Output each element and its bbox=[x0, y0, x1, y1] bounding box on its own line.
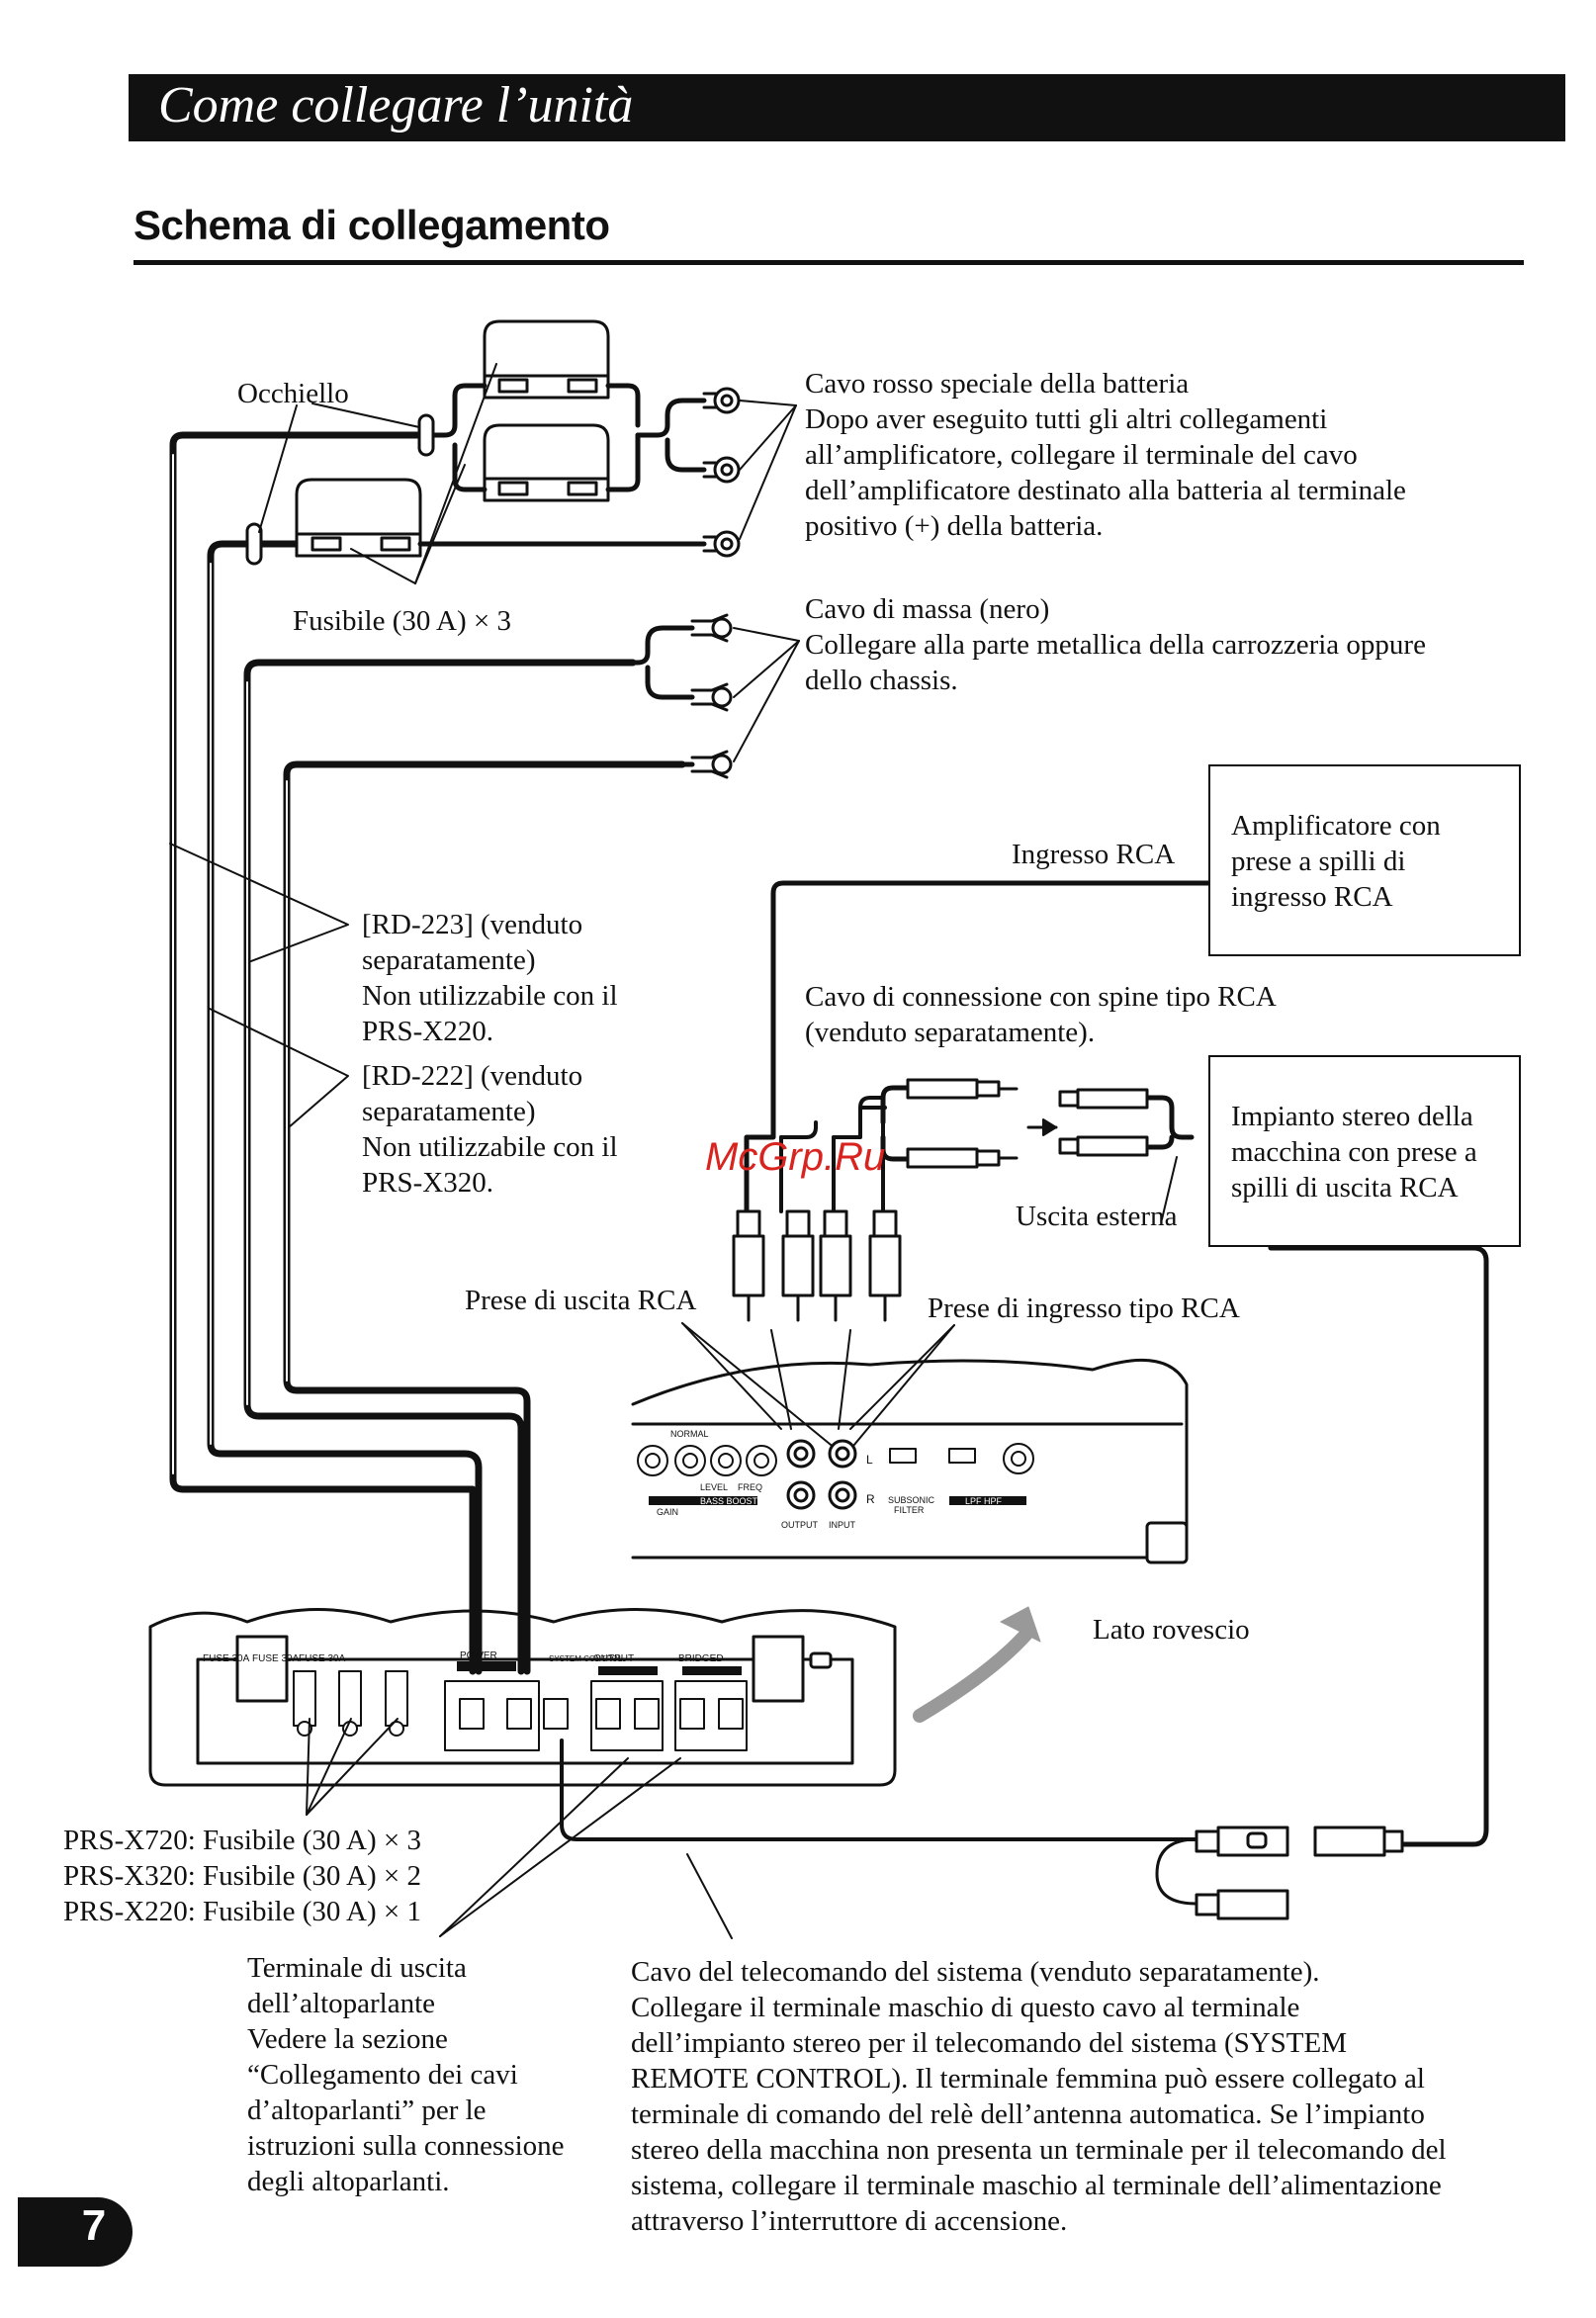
rd223-line-3: Non utilizzabile con il bbox=[362, 980, 618, 1012]
label-rca-input-jacks: Prese di ingresso tipo RCA bbox=[928, 1293, 1240, 1324]
panel-label-subsonic: SUBSONIC bbox=[888, 1495, 935, 1505]
remote-line-6: stereo della macchina non presenta un te… bbox=[631, 2134, 1447, 2166]
rd223-line-4: PRS-X220. bbox=[362, 1016, 493, 1047]
battery-cable-1 bbox=[169, 431, 477, 1675]
label-grommet: Occhiello bbox=[237, 378, 349, 409]
ground-cable-title: Cavo di massa (nero) bbox=[805, 593, 1050, 625]
remote-line-4: REMOTE CONTROL). Il terminale femmina pu… bbox=[631, 2063, 1425, 2095]
back-panel-knobs bbox=[637, 1443, 1034, 1476]
label-external-output: Uscita esterna bbox=[1016, 1201, 1178, 1232]
rca-jacks bbox=[786, 1439, 857, 1510]
panel-label-lpf-hpf: LPF HPF bbox=[965, 1496, 1003, 1506]
car-stereo-box bbox=[1208, 1055, 1521, 1247]
rd222-line-4: PRS-X320. bbox=[362, 1167, 493, 1199]
speaker-line-7: degli altoparlanti. bbox=[247, 2166, 450, 2197]
battery-cable-title: Cavo rosso speciale della batteria bbox=[805, 368, 1190, 400]
rd222-line-3: Non utilizzabile con il bbox=[362, 1131, 618, 1163]
stereo-box-line-3: spilli di uscita RCA bbox=[1231, 1172, 1459, 1204]
amp-box-line-3: ingresso RCA bbox=[1231, 881, 1393, 913]
battery-cable-2 bbox=[207, 540, 483, 1675]
label-rca-output-jacks: Prese di uscita RCA bbox=[465, 1285, 697, 1316]
fuse-x220: PRS-X220: Fusibile (30 A) × 1 bbox=[63, 1896, 421, 1927]
speaker-line-1: Terminale di uscita bbox=[247, 1952, 467, 1984]
remote-line-2: Collegare il terminale maschio di questo… bbox=[631, 1992, 1300, 2023]
rca-plug-cable bbox=[906, 1078, 1149, 1169]
battery-cable-desc-4: positivo (+) della batteria. bbox=[805, 510, 1104, 542]
fuse-x720: PRS-X720: Fusibile (30 A) × 3 bbox=[63, 1825, 421, 1856]
amp-label-fuse-a: FUSE 30A bbox=[203, 1653, 250, 1664]
panel-label-input: INPUT bbox=[829, 1520, 856, 1530]
ground-cable-desc-2: dello chassis. bbox=[805, 665, 958, 696]
label-fuse-top: Fusibile (30 A) × 3 bbox=[293, 605, 511, 637]
speaker-line-6: istruzioni sulla connessione bbox=[247, 2130, 565, 2162]
amp-label-system-control: SYSTEM CONTROL bbox=[549, 1654, 623, 1663]
amp-box-line-2: prese a spilli di bbox=[1231, 846, 1406, 877]
grommet-2 bbox=[245, 522, 263, 566]
page-header-title: Come collegare l’unità bbox=[158, 77, 634, 134]
ground-cable-2 bbox=[283, 760, 686, 1675]
rd222-line-1: [RD-222] (venduto bbox=[362, 1060, 583, 1092]
page-number: 7 bbox=[81, 2201, 107, 2250]
panel-label-normal: NORMAL bbox=[670, 1429, 709, 1439]
amplifier-rca-input-box bbox=[1208, 764, 1521, 956]
remote-connectors bbox=[1195, 1826, 1404, 1920]
ground-cable-desc-1: Collegare alla parte metallica della car… bbox=[805, 629, 1426, 661]
speaker-line-4: “Collegamento dei cavi bbox=[247, 2059, 518, 2091]
panel-label-bass-boost: BASS BOOST bbox=[700, 1496, 758, 1506]
panel-label-output: OUTPUT bbox=[781, 1520, 819, 1530]
amplifier-top-view bbox=[148, 1608, 897, 1787]
fuse-holder-3 bbox=[295, 478, 422, 558]
rca-plugs-row bbox=[732, 1209, 902, 1322]
amplifier-terminals bbox=[293, 1670, 748, 1751]
label-rca-input: Ingresso RCA bbox=[1012, 839, 1176, 870]
remote-line-5: terminale di comando del relè dell’anten… bbox=[631, 2098, 1425, 2130]
battery-cable-desc-1: Dopo aver eseguito tutti gli altri colle… bbox=[805, 403, 1328, 435]
ground-cable-1 bbox=[243, 659, 637, 1675]
amp-label-fuse-b: FUSE 30A bbox=[252, 1653, 300, 1664]
panel-label-filter: FILTER bbox=[894, 1505, 925, 1515]
rca-cable-line-1: Cavo di connessione con spine tipo RCA bbox=[805, 981, 1277, 1013]
fuse-holder-2 bbox=[483, 423, 610, 502]
page-number-badge bbox=[18, 2197, 133, 2267]
panel-label-freq: FREQ bbox=[738, 1482, 762, 1492]
battery-cable-desc-3: dell’amplificatore destinato alla batter… bbox=[805, 475, 1406, 506]
remote-line-8: attraverso l’interruttore di accensione. bbox=[631, 2205, 1068, 2237]
panel-label-l: L bbox=[866, 1453, 873, 1467]
stereo-box-line-1: Impianto stereo della bbox=[1231, 1101, 1473, 1132]
speaker-line-2: dell’altoparlante bbox=[247, 1988, 436, 2019]
rd223-line-1: [RD-223] (venduto bbox=[362, 909, 583, 940]
watermark: McGrp.Ru bbox=[705, 1135, 886, 1179]
rd223-line-2: separatamente) bbox=[362, 944, 536, 976]
amp-label-bridged: BRIDGED bbox=[678, 1653, 724, 1664]
speaker-line-3: Vedere la sezione bbox=[247, 2023, 448, 2055]
rd222-line-2: separatamente) bbox=[362, 1096, 536, 1127]
panel-label-level: LEVEL bbox=[700, 1482, 728, 1492]
rca-cable-line-2: (venduto separatamente). bbox=[805, 1017, 1096, 1048]
ground-spade-terminals bbox=[690, 613, 733, 779]
battery-ring-terminals bbox=[702, 387, 741, 558]
remote-line-7: sistema, collegare il terminale maschio … bbox=[631, 2170, 1442, 2201]
section-title: Schema di collegamento bbox=[133, 202, 610, 248]
label-back-side: Lato rovescio bbox=[1093, 1614, 1250, 1646]
stereo-box-line-2: macchina con prese a bbox=[1231, 1136, 1477, 1168]
fuse-holder-1 bbox=[483, 319, 610, 400]
amplifier-back-panel bbox=[631, 1358, 1189, 1564]
remote-line-3: dell’impianto stereo per il telecomando … bbox=[631, 2027, 1348, 2059]
amp-label-output: OUTPUT bbox=[593, 1653, 634, 1664]
battery-cable-desc-2: all’amplificatore, collegare il terminal… bbox=[805, 439, 1358, 471]
remote-line-1: Cavo del telecomando del sistema (vendut… bbox=[631, 1956, 1320, 1988]
section-rule bbox=[133, 260, 1524, 265]
grommet-1 bbox=[417, 413, 435, 457]
amp-label-power: POWER bbox=[460, 1650, 497, 1661]
speaker-line-5: d’altoparlanti” per le bbox=[247, 2095, 487, 2126]
panel-label-r: R bbox=[866, 1492, 875, 1506]
panel-label-gain: GAIN bbox=[657, 1507, 678, 1517]
header-bar: Come collegare l’unità bbox=[129, 74, 1565, 141]
amp-label-fuse-c: FUSE 30A bbox=[299, 1653, 346, 1664]
fuse-x320: PRS-X320: Fusibile (30 A) × 2 bbox=[63, 1860, 421, 1892]
amp-box-line-1: Amplificatore con bbox=[1231, 810, 1441, 842]
